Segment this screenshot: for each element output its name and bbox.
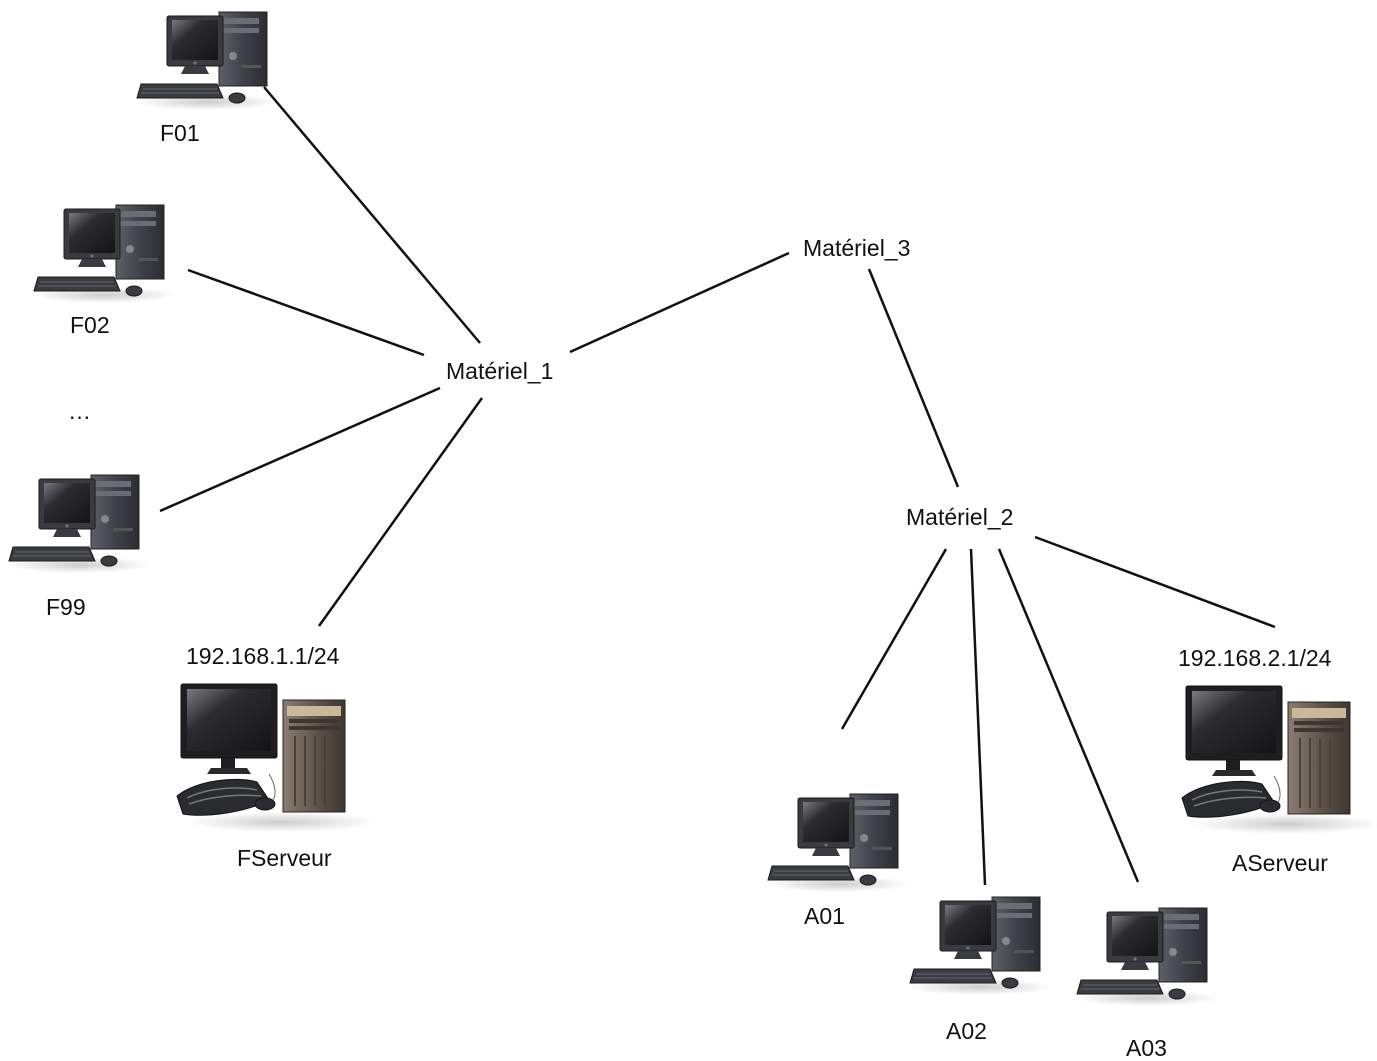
node-materiel-1: Matériel_1 [446, 358, 554, 384]
node-materiel-2: Matériel_2 [906, 504, 1014, 530]
label-fserveur: FServeur [237, 845, 332, 871]
computer-f01-icon [134, 11, 280, 111]
link-mat3-mat2 [867, 268, 960, 488]
computer-f02-icon [31, 204, 177, 304]
computer-f99-icon [6, 474, 152, 574]
server-fserveur-icon [176, 683, 378, 833]
link-f99-mat1 [159, 386, 441, 513]
node-materiel-3: Matériel_3 [803, 235, 911, 261]
label-a03: A03 [1126, 1035, 1167, 1061]
label-f01: F01 [160, 120, 200, 146]
label-aserveur-ip: 192.168.2.1/24 [1178, 645, 1332, 671]
link-mat1-mat3 [569, 251, 790, 354]
label-aserveur: AServeur [1232, 850, 1328, 876]
computer-a03-icon [1074, 907, 1220, 1007]
server-aserveur-icon [1181, 685, 1377, 835]
link-mat2-aserveur [1034, 535, 1276, 629]
label-f02: F02 [70, 312, 110, 338]
label-a02: A02 [946, 1018, 987, 1044]
connection-lines [159, 86, 1276, 886]
link-f02-mat1 [187, 268, 425, 357]
computer-a01-icon [765, 793, 911, 893]
link-mat2-a02 [969, 548, 987, 886]
link-fserveur-mat1 [317, 397, 484, 627]
link-f01-mat1 [263, 86, 481, 344]
link-mat2-a01 [840, 548, 948, 730]
label-ellipsis: … [68, 398, 91, 424]
label-fserveur-ip: 192.168.1.1/24 [186, 643, 340, 669]
label-f99: F99 [46, 594, 86, 620]
label-a01: A01 [804, 903, 845, 929]
link-mat2-a03 [997, 548, 1140, 883]
computer-a02-icon [907, 896, 1053, 996]
